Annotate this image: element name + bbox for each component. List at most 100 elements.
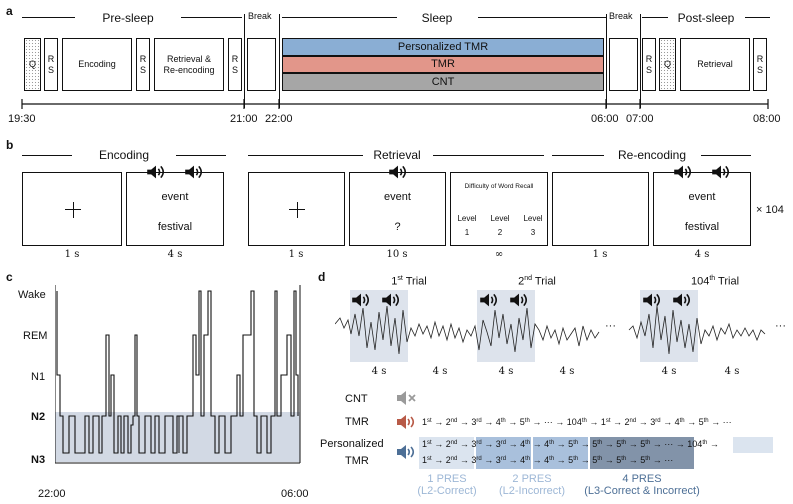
- presleep-bracket-left: [22, 17, 75, 18]
- speaker-icon-personalized: [397, 445, 415, 459]
- duration-trial1-gap: 4 s: [432, 366, 448, 377]
- panel-label-b: b: [6, 138, 14, 152]
- ellipsis-1: ···: [605, 320, 616, 332]
- duration-fixation-1: 1 s: [64, 249, 80, 260]
- break-block-1: [247, 38, 276, 91]
- time-label-2200: 22:00: [265, 113, 293, 125]
- separator-0600: [606, 14, 607, 108]
- retrieval-bracket-right: [433, 155, 544, 156]
- retrieval-bracket-left: [248, 155, 363, 156]
- presleep-label: Pre-sleep: [102, 11, 154, 25]
- repeat-count: × 104: [756, 204, 784, 216]
- personalized-sequence-1: 1st → 2nd → 3rd → 3rd → 4th → 4th → 5th …: [422, 439, 719, 449]
- eeg-segment-2: [628, 305, 766, 355]
- tmr-sequence: 1st → 2nd → 3rd → 4th → 5th → ··· → 104t…: [422, 417, 732, 427]
- question-mark: ?: [394, 221, 401, 233]
- break-label-2: Break: [609, 11, 633, 21]
- hypnogram: [55, 285, 301, 464]
- speaker-icon: [673, 164, 693, 180]
- resting-state-block-4: R S: [642, 38, 656, 91]
- separator-2200: [279, 14, 280, 108]
- stage-label-wake: Wake: [18, 289, 46, 301]
- stage-label-n3: N3: [31, 454, 46, 466]
- questionnaire-block-1: Q: [24, 38, 41, 91]
- pres-2-highlight-a: [476, 437, 531, 469]
- presleep-bracket-right: [181, 17, 242, 18]
- condition-bar-tmr: TMR: [282, 56, 604, 73]
- row-label-cnt: CNT: [345, 393, 368, 405]
- questionnaire-block-2: Q: [659, 38, 676, 91]
- reencoding-bracket-right: [701, 155, 751, 156]
- speaker-icon: [184, 164, 204, 180]
- encoding-block: Encoding: [62, 38, 132, 91]
- speaker-icon: [146, 164, 166, 180]
- hypnogram-trace: [56, 290, 299, 454]
- personalized-sequence-2: 1st → 2nd → 3rd → 3rd → 4th → 4th → 5th …: [422, 455, 674, 465]
- muted-speaker-icon: [397, 391, 416, 405]
- pres-104-highlight: [733, 437, 773, 453]
- retrieval-cue-screen: event ?: [349, 172, 446, 246]
- row-label-ptmr-1: Personalized: [320, 438, 384, 450]
- pres-2-label: 2 PRES(L2-Incorrect): [498, 473, 566, 497]
- duration-trial104-gap: 4 s: [724, 366, 740, 377]
- duration-blank: 1 s: [592, 249, 608, 260]
- timeline-axis: [21, 99, 769, 109]
- encoding-section-label: Encoding: [98, 148, 150, 162]
- panel-label-c: c: [6, 270, 13, 284]
- trial-label-2: 2nd Trial: [518, 275, 556, 288]
- duration-trial1-stim: 4 s: [371, 366, 387, 377]
- time-label-0800: 08:00: [753, 113, 781, 125]
- pres-4-highlight: [590, 437, 694, 469]
- difficulty-title: Difficulty of Word Recall: [464, 183, 534, 190]
- retrieval-reencoding-block: Retrieval & Re-encoding: [154, 38, 224, 91]
- sleep-bracket-left: [282, 17, 397, 18]
- stage-label-n1: N1: [31, 371, 46, 383]
- stage-label-n2: N2: [31, 411, 46, 423]
- duration-retrieval: 10 s: [386, 249, 408, 260]
- break-label-1: Break: [248, 11, 272, 21]
- time-label-1930: 19:30: [8, 113, 36, 125]
- duration-difficulty: ∞: [494, 249, 504, 260]
- hypnogram-x-end: 06:00: [281, 488, 309, 500]
- fixation-cross-icon-vertical: [296, 202, 298, 218]
- fixation-cross-icon-vertical: [72, 202, 74, 218]
- encoding-bracket-right: [176, 155, 226, 156]
- eeg-trace: [335, 305, 766, 355]
- panel-label-d: d: [318, 270, 326, 284]
- resting-state-block-1: R S: [44, 38, 58, 91]
- separator-0700: [640, 14, 641, 108]
- reencoding-word-screen: event festival: [653, 172, 751, 246]
- break-block-2: [609, 38, 638, 91]
- duration-reencoding: 4 s: [694, 249, 710, 260]
- retrieval-section-label: Retrieval: [373, 148, 421, 162]
- resting-state-block-3: R S: [228, 38, 242, 91]
- target-word: festival: [157, 221, 193, 233]
- duration-fixation-2: 1 s: [288, 249, 304, 260]
- pres-2-highlight-b: [533, 437, 588, 469]
- pres-1-highlight: [419, 437, 474, 469]
- stage-label-rem: REM: [23, 330, 48, 342]
- postsleep-bracket-right: [745, 17, 770, 18]
- duration-trial2-stim: 4 s: [498, 366, 514, 377]
- time-label-0600: 06:00: [591, 113, 619, 125]
- postsleep-bracket-left: [642, 17, 668, 18]
- blank-screen: [552, 172, 649, 246]
- reencoding-bracket-left: [552, 155, 604, 156]
- duration-trial2-gap: 4 s: [559, 366, 575, 377]
- fixation-screen-1: [22, 172, 122, 246]
- target-word: festival: [684, 221, 720, 233]
- duration-encoding: 4 s: [167, 249, 183, 260]
- trial-label-104: 104th Trial: [690, 275, 740, 288]
- duration-trial104-stim: 4 s: [661, 366, 677, 377]
- resting-state-block-5: R S: [753, 38, 767, 91]
- eeg-segment-1: [335, 305, 600, 355]
- panel-label-a: a: [6, 4, 13, 18]
- pres-4-label: 4 PRES(L3-Correct & Incorrect): [584, 473, 700, 497]
- sleep-label: Sleep: [421, 11, 453, 25]
- resting-state-block-2: R S: [136, 38, 150, 91]
- row-label-tmr: TMR: [345, 416, 369, 428]
- cue-word: event: [384, 191, 411, 203]
